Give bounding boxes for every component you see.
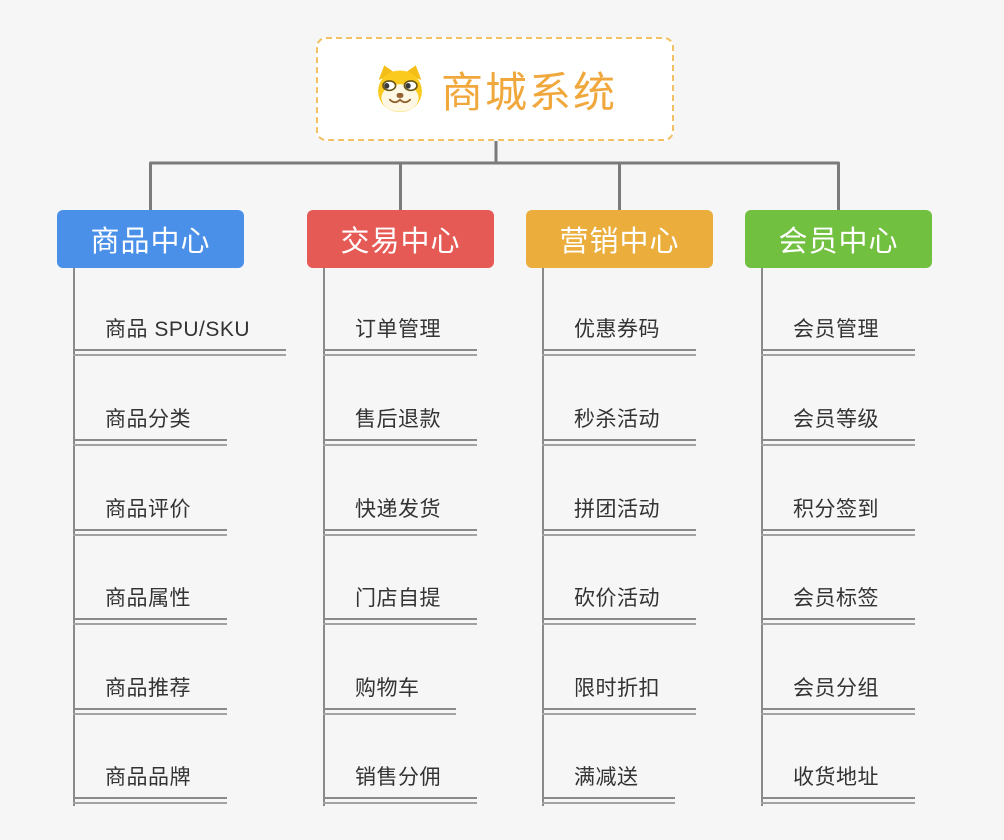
leaf-label: 优惠券码 — [574, 318, 660, 341]
leaf-node[interactable]: 商品推荐 — [73, 676, 227, 715]
leaf-node[interactable]: 积分签到 — [761, 497, 915, 536]
leaf-label: 门店自提 — [355, 587, 441, 610]
leaf-label: 拼团活动 — [574, 498, 660, 521]
leaf-label: 满减送 — [574, 766, 639, 789]
branch-label: 交易中心 — [340, 226, 461, 258]
leaf-label: 商品推荐 — [105, 677, 191, 700]
branch-node-trade-center[interactable]: 交易中心 — [307, 210, 494, 268]
branch-children-rail: 订单管理 售后退款 快递发货 门店自提 购物车 销售分佣 — [323, 268, 557, 806]
leaf-label: 订单管理 — [355, 318, 441, 341]
leaf-node[interactable]: 会员分组 — [761, 676, 915, 715]
branch-trade-center: 交易中心 订单管理 售后退款 快递发货 门店自提 购物车 销售分佣 — [307, 210, 494, 806]
leaf-node[interactable]: 商品属性 — [73, 586, 227, 625]
branch-children-rail: 会员管理 会员等级 积分签到 会员标签 会员分组 收货地址 — [761, 268, 995, 806]
branch-node-member-center[interactable]: 会员中心 — [745, 210, 932, 268]
branch-marketing-center: 营销中心 优惠券码 秒杀活动 拼团活动 砍价活动 限时折扣 满减送 — [526, 210, 713, 806]
leaf-node[interactable]: 会员管理 — [761, 317, 915, 356]
leaf-label: 限时折扣 — [574, 677, 660, 700]
leaf-node[interactable]: 商品分类 — [73, 407, 227, 446]
dog-face-icon — [373, 64, 427, 114]
leaf-label: 会员分组 — [793, 677, 879, 700]
leaf-label: 快递发货 — [355, 498, 441, 521]
leaf-label: 售后退款 — [355, 408, 441, 431]
branch-label: 商品中心 — [90, 226, 211, 258]
branch-label: 营销中心 — [559, 226, 680, 258]
branch-label: 会员中心 — [778, 226, 899, 258]
leaf-node[interactable]: 售后退款 — [323, 407, 477, 446]
branch-node-marketing-center[interactable]: 营销中心 — [526, 210, 713, 268]
branch-node-product-center[interactable]: 商品中心 — [57, 210, 244, 268]
leaf-node[interactable]: 商品评价 — [73, 497, 227, 536]
leaf-node[interactable]: 砍价活动 — [542, 586, 696, 625]
leaf-label: 商品属性 — [105, 587, 191, 610]
leaf-label: 商品 SPU/SKU — [105, 318, 251, 341]
leaf-node[interactable]: 商品品牌 — [73, 765, 227, 804]
leaf-node[interactable]: 订单管理 — [323, 317, 477, 356]
root-label: 商城系统 — [440, 68, 617, 116]
leaf-node[interactable]: 会员等级 — [761, 407, 915, 446]
branch-children-rail: 商品 SPU/SKU 商品分类 商品评价 商品属性 商品推荐 商品品牌 — [73, 268, 307, 806]
root-node[interactable]: 商城系统 — [316, 37, 674, 141]
leaf-node[interactable]: 快递发货 — [323, 497, 477, 536]
leaf-node[interactable]: 商品 SPU/SKU — [73, 317, 287, 356]
leaf-node[interactable]: 秒杀活动 — [542, 407, 696, 446]
leaf-label: 会员管理 — [793, 318, 879, 341]
leaf-node[interactable]: 拼团活动 — [542, 497, 696, 536]
leaf-label: 秒杀活动 — [574, 408, 660, 431]
branch-product-center: 商品中心 商品 SPU/SKU 商品分类 商品评价 商品属性 商品推荐 商品品牌 — [57, 210, 287, 806]
leaf-node[interactable]: 会员标签 — [761, 586, 915, 625]
leaf-label: 会员等级 — [793, 408, 879, 431]
leaf-label: 会员标签 — [793, 587, 879, 610]
leaf-label: 商品评价 — [105, 498, 191, 521]
leaf-label: 商品分类 — [105, 408, 191, 431]
leaf-label: 积分签到 — [793, 498, 879, 521]
branch-member-center: 会员中心 会员管理 会员等级 积分签到 会员标签 会员分组 收货地址 — [745, 210, 932, 806]
leaf-label: 购物车 — [355, 677, 420, 700]
leaf-node[interactable]: 限时折扣 — [542, 676, 696, 715]
leaf-label: 砍价活动 — [574, 587, 660, 610]
leaf-node[interactable]: 门店自提 — [323, 586, 477, 625]
leaf-label: 收货地址 — [793, 766, 879, 789]
leaf-node[interactable]: 销售分佣 — [323, 765, 477, 804]
leaf-label: 商品品牌 — [105, 766, 191, 789]
branch-children-rail: 优惠券码 秒杀活动 拼团活动 砍价活动 限时折扣 满减送 — [542, 268, 776, 806]
leaf-label: 销售分佣 — [355, 766, 441, 789]
leaf-node[interactable]: 满减送 — [542, 765, 675, 804]
leaf-node[interactable]: 优惠券码 — [542, 317, 696, 356]
leaf-node[interactable]: 购物车 — [323, 676, 456, 715]
leaf-node[interactable]: 收货地址 — [761, 765, 915, 804]
